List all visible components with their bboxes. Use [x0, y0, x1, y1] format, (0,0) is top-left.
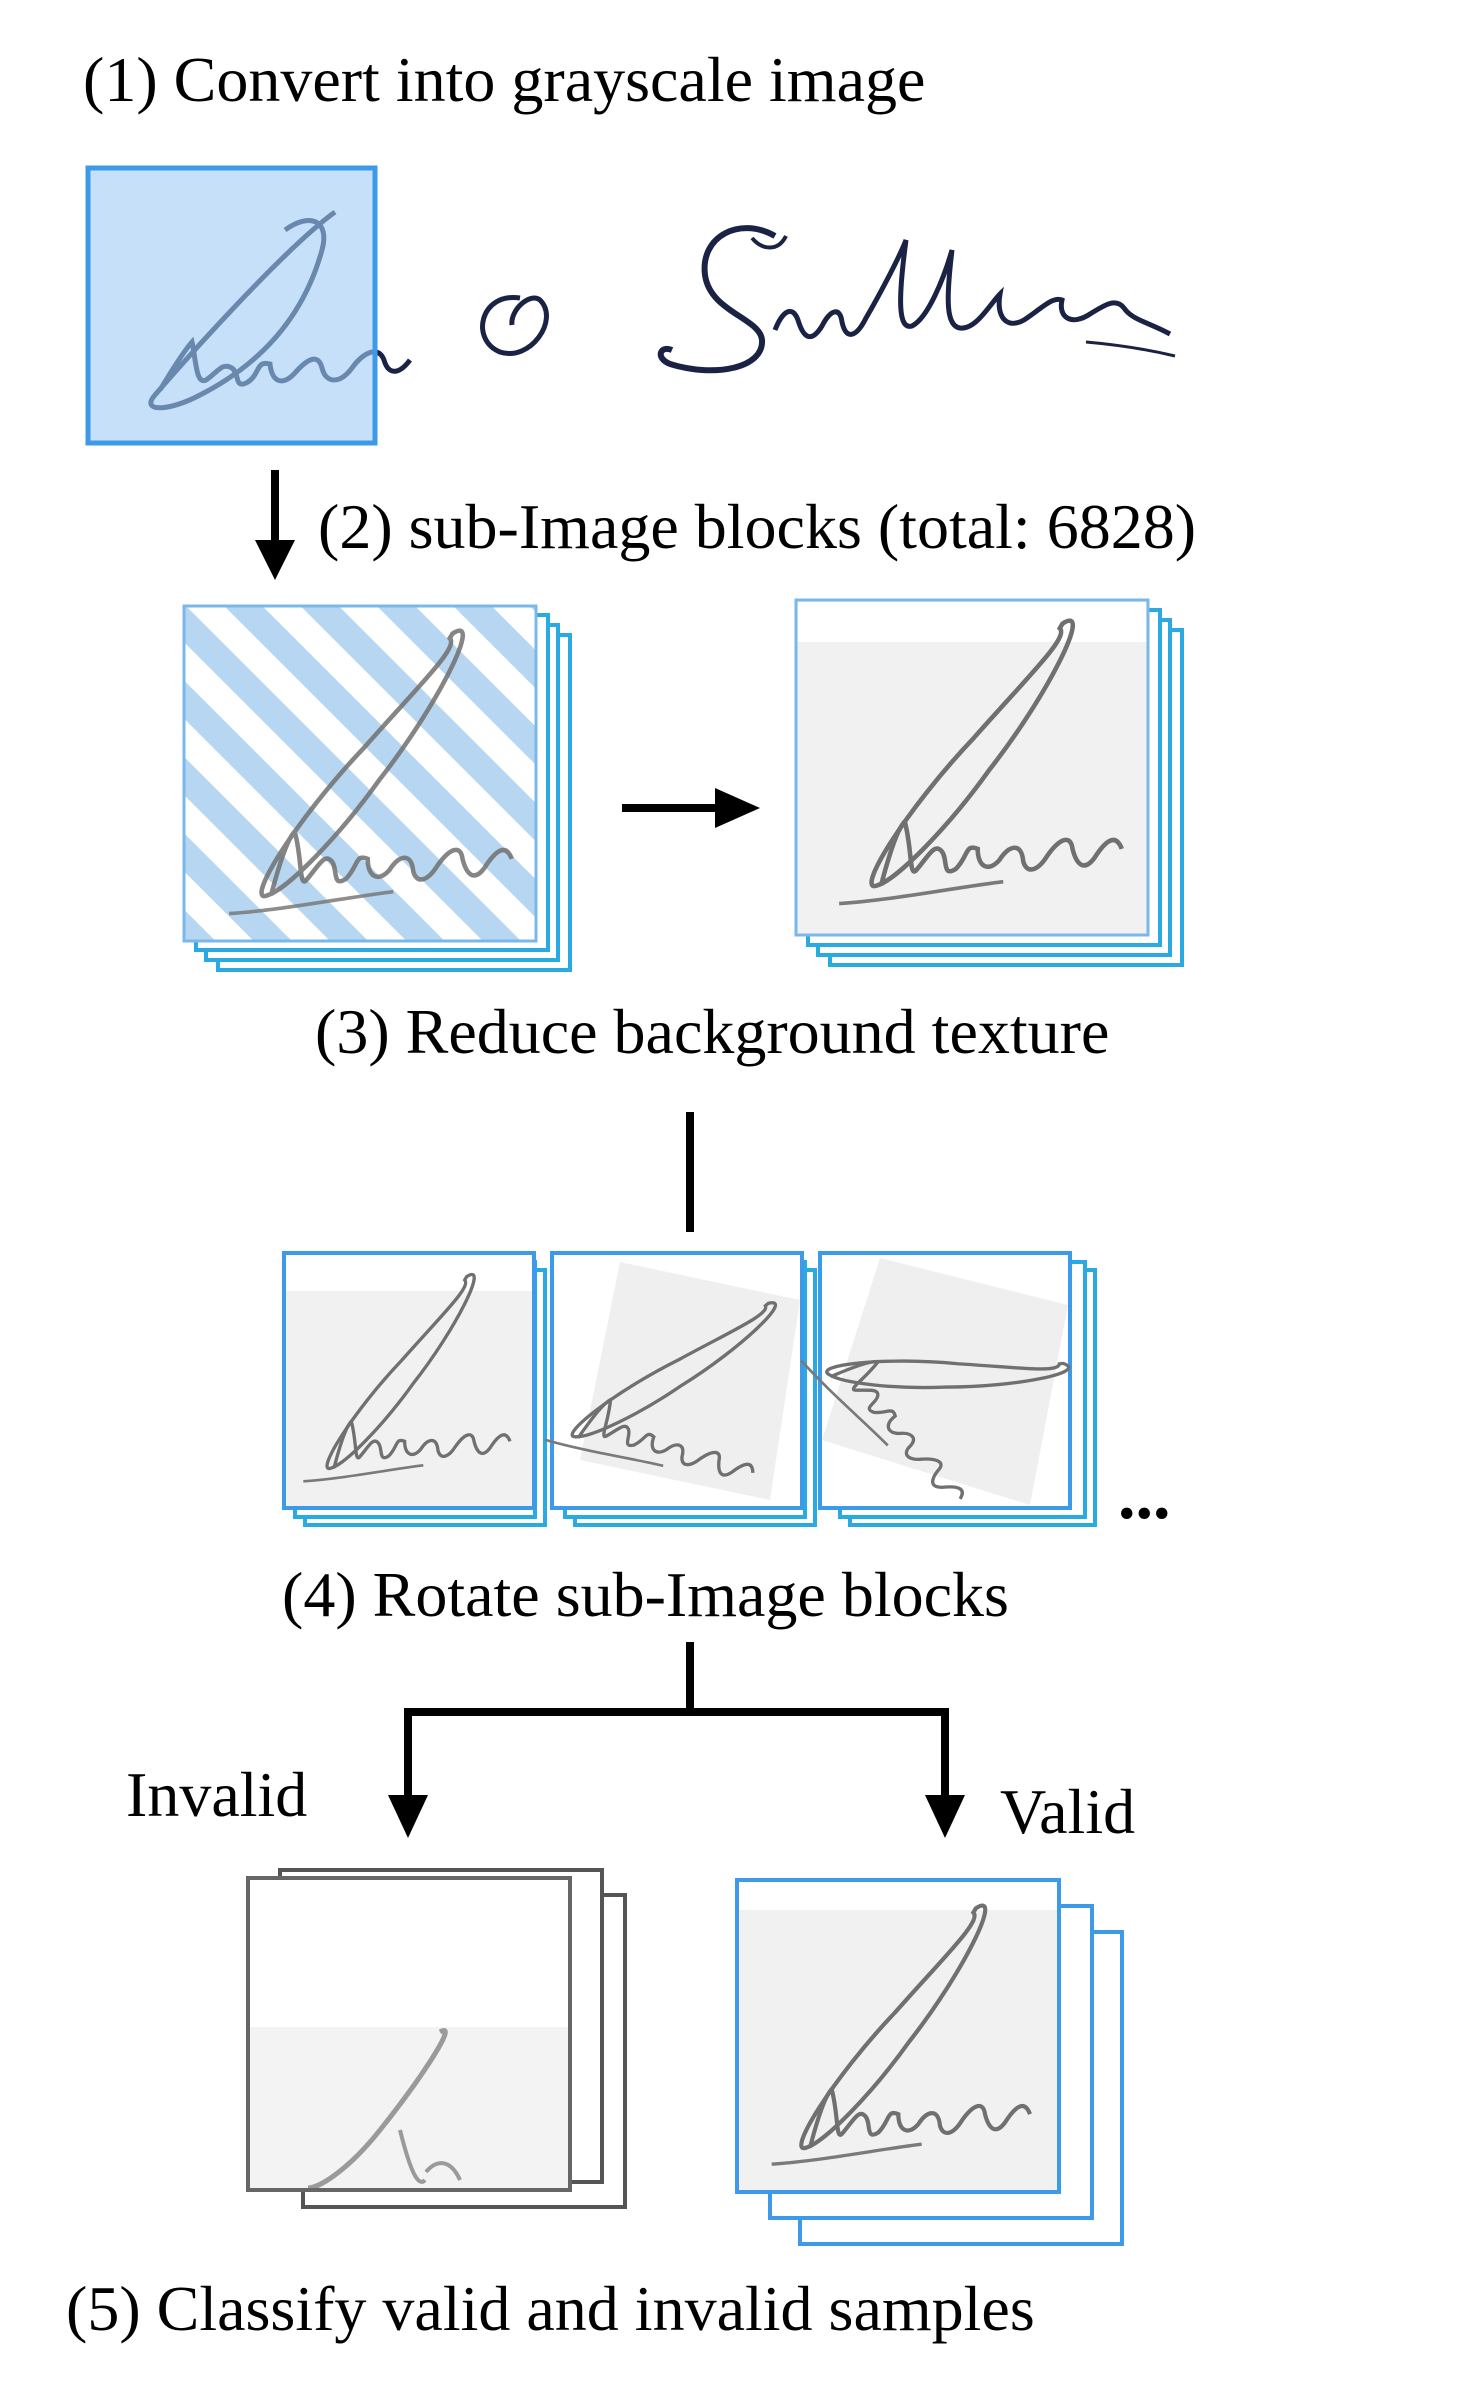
step-2-label: (2) sub-Image blocks (total: 6828) [318, 491, 1196, 562]
step-4-label: (4) Rotate sub-Image blocks [282, 1559, 1009, 1630]
selection-window [85, 165, 378, 446]
branch-connector [388, 1642, 965, 1838]
rotated-block-2 [543, 1243, 817, 1527]
invalid-block-stack [246, 1868, 627, 2209]
arrow-down-icon [255, 470, 295, 580]
step-3-label: (3) Reduce background texture [315, 996, 1110, 1067]
step-1-label: (1) Convert into grayscale image [83, 44, 926, 115]
valid-block-stack [735, 1878, 1124, 2246]
valid-label: Valid [1000, 1776, 1136, 1847]
rotated-block-1 [282, 1251, 547, 1527]
arrow-right-icon [622, 788, 760, 828]
striped-block-stack [182, 604, 572, 972]
ellipsis: ... [1118, 1457, 1171, 1534]
step-5-label: (5) Classify valid and invalid samples [66, 2273, 1035, 2344]
rotated-block-3 [799, 1231, 1097, 1527]
invalid-label: Invalid [126, 1759, 308, 1830]
cleaned-block-stack [794, 598, 1184, 967]
